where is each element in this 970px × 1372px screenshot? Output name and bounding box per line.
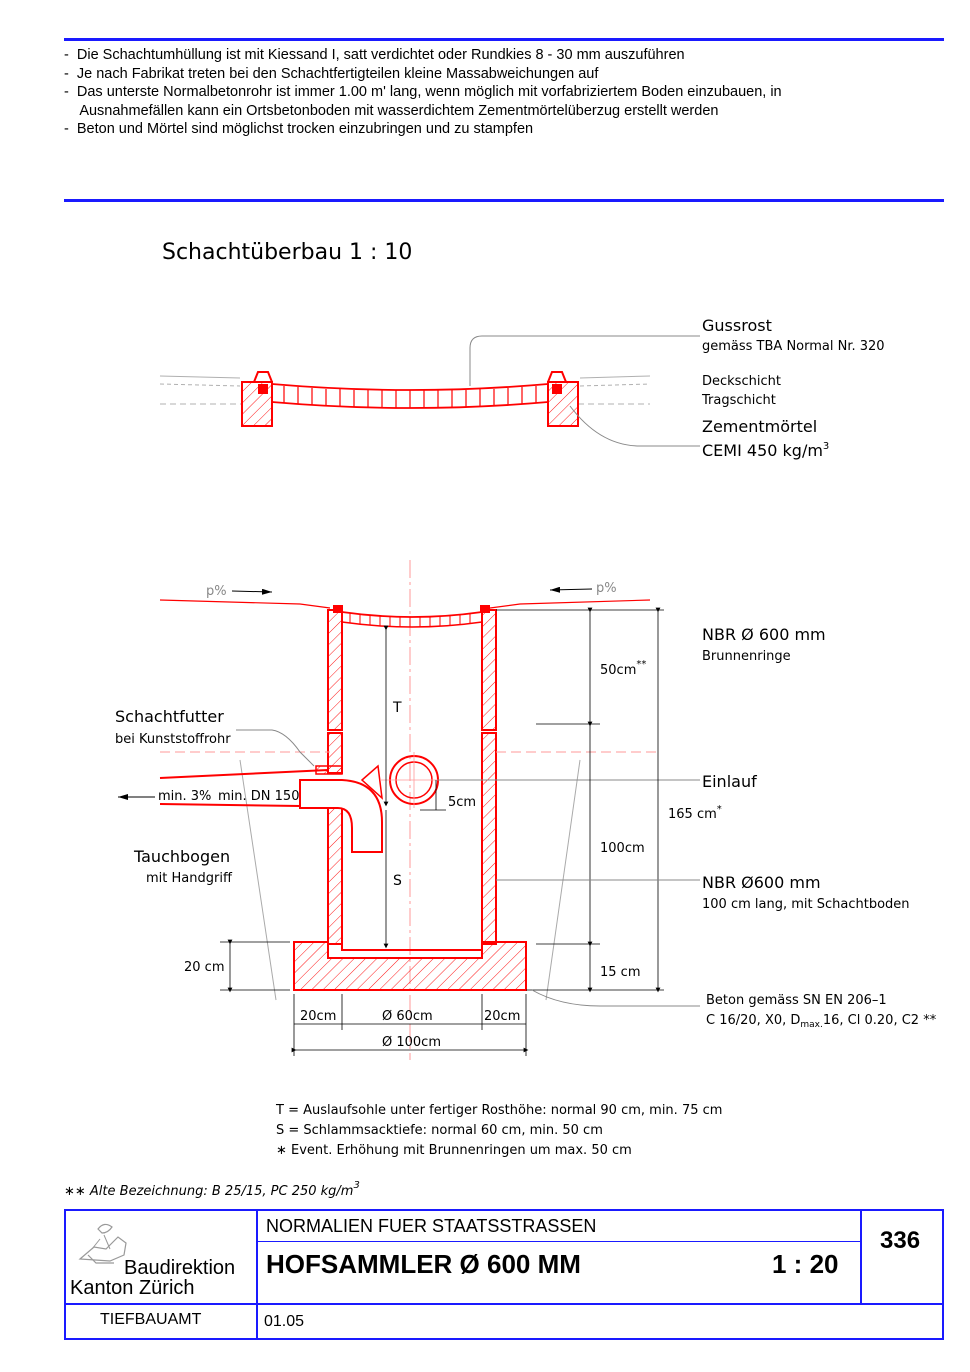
einlauf-label: Einlauf xyxy=(702,772,757,791)
note-3-continued: Ausnahmefällen kann ein Ortsbetonboden m… xyxy=(64,102,719,119)
series-title: NORMALIEN FUER STAATSSTRASSEN xyxy=(266,1216,597,1236)
gussrost-title: Gussrost xyxy=(702,316,772,335)
nbr-top-sub: Brunnenringe xyxy=(702,649,791,664)
dim-20cm-left: 20cm xyxy=(300,1009,336,1024)
base-shaft-bottom xyxy=(341,944,482,951)
drawing-scale: 1 : 20 xyxy=(772,1249,839,1279)
tragschicht-label: Tragschicht xyxy=(701,393,776,408)
grating-bars-top xyxy=(283,386,537,408)
ring-wall-right-lower xyxy=(481,732,497,945)
dim-100cm-total: Ø 100cm xyxy=(382,1035,441,1050)
dims-right xyxy=(496,607,664,993)
dim-20cm-right: 20cm xyxy=(484,1009,520,1024)
legend-T: T = Auslaufsohle unter fertiger Rosthöhe… xyxy=(275,1103,722,1118)
footnote: ∗∗ Alte Bezeichnung: B 25/15, PC 250 kg/… xyxy=(64,1180,360,1199)
grating-top xyxy=(271,383,549,391)
base-slab xyxy=(293,941,527,991)
beton-line-1: Beton gemäss SN EN 206–1 xyxy=(706,993,887,1008)
ground-surface-right xyxy=(489,599,651,609)
nbr-bottom-title: NBR Ø600 mm xyxy=(702,873,821,892)
grating-bars-main xyxy=(349,613,471,627)
grating-main xyxy=(341,611,483,618)
beton-line-2: C 16/20, X0, Dmax.16, Cl 0.20, C2 ** xyxy=(706,1013,937,1030)
frame-left xyxy=(241,381,273,427)
title-block: Baudirektion Kanton Zürich TIEFBAUAMT NO… xyxy=(64,1209,944,1340)
org-line-2: Kanton Zürich xyxy=(70,1277,195,1299)
dim-165cm: 165 cm* xyxy=(668,804,722,822)
dim-15cm: 15 cm xyxy=(600,965,641,980)
top-detail: Gussrost gemäss TBA Normal Nr. 320 Decks… xyxy=(159,316,885,460)
nbr-top-title: NBR Ø 600 mm xyxy=(702,625,826,644)
drawing-title: HOFSAMMLER Ø 600 MM xyxy=(266,1249,581,1279)
note-2: - Je nach Fabrikat treten bei den Schach… xyxy=(64,65,599,82)
schachtfutter-sub: bei Kunststoffrohr xyxy=(115,732,231,747)
technical-drawing: Schachtüberbau 1 : 10 xyxy=(64,240,937,1199)
slope-left-label: p% xyxy=(206,584,227,599)
drawing-number: 336 xyxy=(880,1227,921,1254)
zementmoertel-title: Zementmörtel xyxy=(702,417,817,436)
tauchbogen-shape xyxy=(299,779,383,853)
min-slope-label: min. 3% xyxy=(158,789,211,804)
dim-100cm: 100cm xyxy=(600,841,645,856)
org-line-1: Baudirektion xyxy=(124,1257,236,1279)
dims-bottom xyxy=(291,994,529,1056)
section-title: Schachtüberbau 1 : 10 xyxy=(162,240,412,265)
gussrost-sub: gemäss TBA Normal Nr. 320 xyxy=(702,339,885,354)
road-layers-top xyxy=(159,375,651,405)
notes-block: - Die Schachtumhüllung ist mit Kiessand … xyxy=(64,46,934,139)
schachtfutter-title: Schachtfutter xyxy=(115,707,224,726)
ground-surface-left xyxy=(159,599,331,609)
main-detail: p% p% xyxy=(115,560,937,1060)
legend-S: S = Schlammsacktiefe: normal 60 cm, min.… xyxy=(276,1123,603,1138)
dim-5cm: 5cm xyxy=(448,795,476,810)
department: TIEFBAUAMT xyxy=(100,1311,202,1328)
label-S: S xyxy=(393,873,402,889)
tauchbogen-title: Tauchbogen xyxy=(133,847,230,866)
zementmoertel-sub: CEMI 450 kg/m3 xyxy=(702,441,829,460)
ring-wall-left-bottom xyxy=(327,805,343,945)
ring-wall-left-upper xyxy=(327,609,343,731)
canton-logo xyxy=(78,1223,127,1264)
note-4: - Beton und Mörtel sind möglichst trocke… xyxy=(64,121,534,137)
dim-50cm: 50cm** xyxy=(600,659,646,678)
dim-20cm-vertical: 20 cm xyxy=(184,960,225,975)
ring-wall-right-upper xyxy=(481,609,497,731)
min-dn-label: min. DN 150 xyxy=(218,789,299,804)
note-1: - Die Schachtumhüllung ist mit Kiessand … xyxy=(64,47,685,63)
top-rule xyxy=(64,38,944,41)
slope-right-label: p% xyxy=(596,581,617,596)
note-3: - Das unterste Normalbetonrohr ist immer… xyxy=(64,84,782,100)
drawing-date: 01.05 xyxy=(264,1313,305,1330)
notes-bottom-rule xyxy=(64,199,944,202)
deckschicht-label: Deckschicht xyxy=(702,374,781,389)
tauchbogen-sub: mit Handgriff xyxy=(146,871,233,886)
legend-star: ∗ Event. Erhöhung mit Brunnenringen um m… xyxy=(276,1143,632,1158)
nbr-bottom-sub: 100 cm lang, mit Schachtboden xyxy=(702,897,910,912)
dim-60cm: Ø 60cm xyxy=(382,1009,433,1024)
label-T: T xyxy=(392,700,402,716)
